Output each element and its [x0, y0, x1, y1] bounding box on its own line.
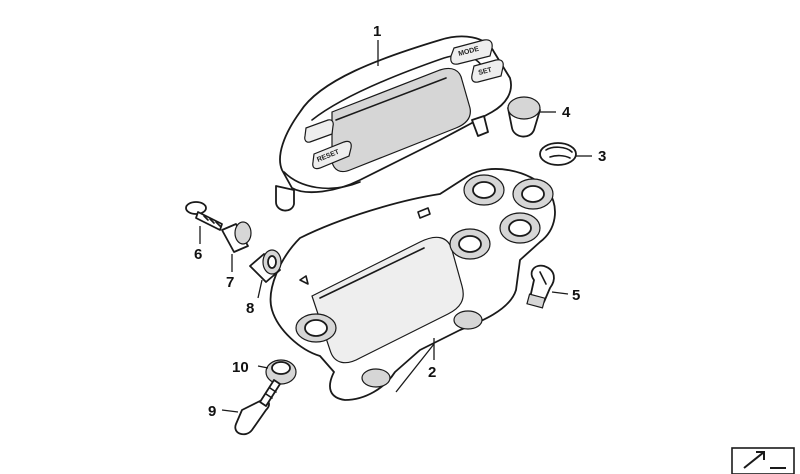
set-button-label: SET	[478, 66, 494, 76]
callout-5: 5	[572, 287, 580, 304]
callout-3: 3	[598, 148, 606, 165]
lower-grommet	[265, 359, 297, 385]
callout-numbers: 1 2 3 4 5 6 7 8 9 10	[194, 23, 606, 420]
rubber-grommet	[249, 249, 282, 283]
callout-9: 9	[208, 403, 216, 420]
callout-8: 8	[246, 300, 254, 317]
callout-6: 6	[194, 246, 202, 263]
mounting-screw	[185, 201, 223, 231]
rubber-cap	[507, 96, 541, 138]
callout-4: 4	[562, 104, 571, 121]
callout-2: 2	[428, 364, 436, 381]
bulb	[526, 264, 555, 309]
light-cover	[539, 142, 577, 166]
leader-lines	[199, 40, 592, 413]
instrument-housing	[269, 168, 556, 401]
spacer-bushing	[221, 221, 252, 253]
callout-7: 7	[226, 274, 234, 291]
corner-arrow-icon	[731, 447, 795, 474]
lower-bolt	[234, 379, 281, 436]
callout-1: 1	[373, 23, 381, 40]
instrument-cluster: MODE SET RESET	[275, 35, 512, 212]
callout-10: 10	[232, 359, 249, 376]
